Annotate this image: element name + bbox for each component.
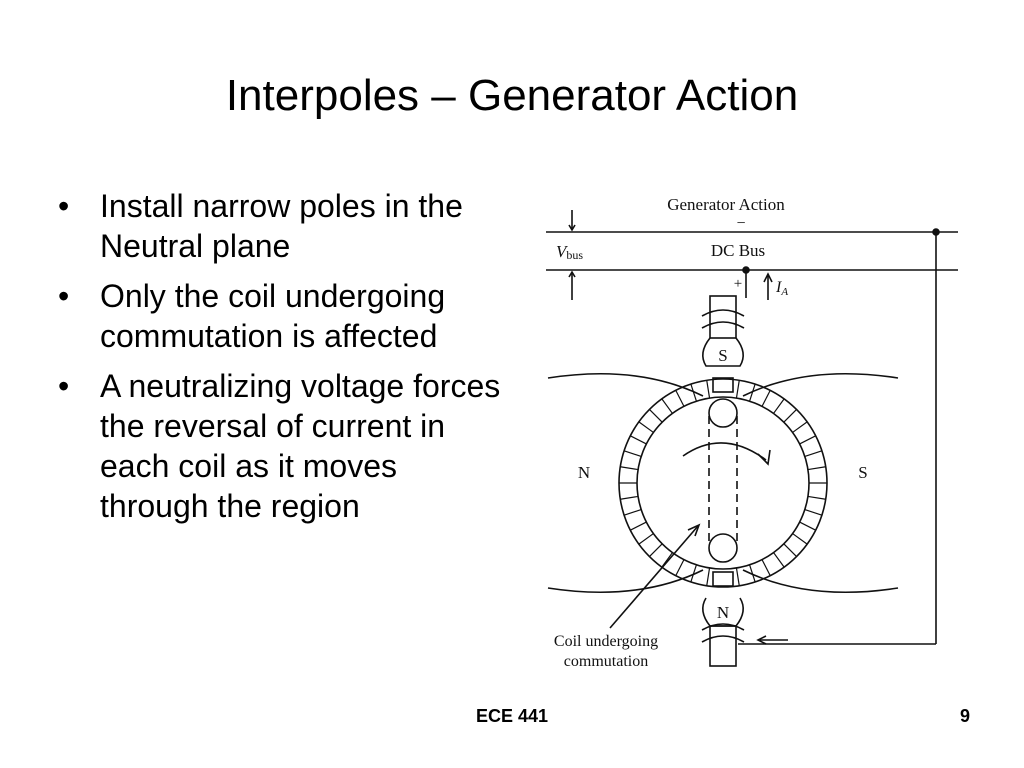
- slide-title: Interpoles – Generator Action: [225, 71, 799, 120]
- armature-slot: [749, 383, 756, 402]
- armature-slot: [792, 421, 808, 433]
- armature-slot: [690, 564, 697, 583]
- armature-slot: [761, 390, 771, 407]
- armature-slot: [638, 421, 654, 433]
- bullet-text: Install narrow poles in the Neutral plan…: [100, 188, 463, 264]
- bullet-dot: •: [58, 278, 70, 314]
- bullet-dot: •: [58, 368, 70, 404]
- caption-line-1: Coil undergoing: [554, 633, 658, 650]
- bullet-dot: •: [58, 188, 70, 224]
- caption-pointer-head: [687, 523, 701, 537]
- interpole-bottom-winding: [701, 623, 745, 643]
- armature-slot: [735, 567, 740, 586]
- armature-slot: [783, 409, 797, 423]
- interpole-bottom-label: N: [717, 603, 729, 622]
- field-left-label: N: [578, 463, 590, 482]
- armature-slot: [773, 552, 785, 568]
- coil-conductor-top: [708, 398, 738, 428]
- armature-slot: [623, 450, 642, 457]
- field-pole-left-lower: [547, 569, 704, 594]
- armature-slot: [761, 559, 771, 576]
- vbus-arrow-top: [568, 224, 576, 232]
- armature-slot: [675, 559, 685, 576]
- vbus-label: Vbus: [556, 242, 583, 262]
- armature-slot: [630, 521, 647, 531]
- dc-bus-label: DC Bus: [711, 241, 765, 260]
- bullet-list: • Install narrow poles in the Neutral pla…: [56, 186, 506, 536]
- brush-bottom: [712, 571, 734, 587]
- armature-slot: [706, 380, 711, 399]
- field-pole-right-lower: [742, 569, 899, 594]
- figure-heading: Generator Action: [667, 195, 785, 214]
- interpole-top-winding: [701, 309, 745, 329]
- bullet-text: Only the coil undergoing commutation is …: [100, 278, 446, 354]
- interpole-top-label: S: [718, 346, 727, 365]
- brush-top: [712, 377, 734, 393]
- bullet-item: • Only the coil undergoing commutation is…: [56, 276, 506, 356]
- armature-inner: [636, 396, 810, 570]
- coil-conductor-bottom: [708, 533, 738, 563]
- armature-slot: [783, 543, 797, 557]
- caption-pointer: [609, 525, 699, 629]
- armature-slot: [690, 383, 697, 402]
- armature-slot: [706, 567, 711, 586]
- rotation-arrowhead: [757, 449, 771, 466]
- armature-slot: [799, 521, 816, 531]
- armature-slot: [649, 543, 663, 557]
- armature-slot: [792, 533, 808, 545]
- interpole-bottom-shoe: [702, 597, 744, 627]
- minus-sign: −: [736, 215, 745, 232]
- armature-slot: [620, 495, 639, 500]
- armature-slot: [620, 466, 639, 471]
- field-pole-right-upper: [742, 372, 899, 397]
- armature-slot: [807, 466, 826, 471]
- bullet-item: • Install narrow poles in the Neutral pla…: [56, 186, 506, 266]
- ia-label: IA: [775, 279, 788, 298]
- armature-slot: [807, 495, 826, 500]
- caption-line-2: commutation: [564, 653, 648, 670]
- armature-slot: [661, 398, 673, 414]
- armature-slot: [735, 380, 740, 399]
- rotation-arrow: [682, 442, 767, 461]
- interpole-top-shoe: [702, 337, 744, 367]
- armature-slots: [619, 380, 827, 586]
- armature-slot: [749, 564, 756, 583]
- ia-arrowhead: [763, 272, 773, 283]
- interpole-top-stem: [709, 295, 737, 339]
- armature-slot: [623, 509, 642, 516]
- page-number: 9: [959, 706, 970, 726]
- armature-slot: [804, 450, 823, 457]
- generator-interpole-diagram: Generator Action − DC Bus Vbus + IA S N …: [546, 195, 958, 670]
- plus-sign: +: [734, 276, 742, 292]
- return-current-arrowhead: [756, 635, 767, 645]
- armature-slot: [799, 435, 816, 445]
- footer-course: ECE 441: [475, 706, 549, 726]
- armature-slot: [804, 509, 823, 516]
- interpole-bottom-stem: [709, 625, 737, 667]
- armature-slot: [773, 398, 785, 414]
- field-right-label: S: [858, 463, 867, 482]
- vbus-arrow-bottom: [568, 270, 576, 278]
- field-pole-left-upper: [547, 372, 704, 397]
- armature-slot: [638, 533, 654, 545]
- bullet-text: A neutralizing voltage forces the revers…: [100, 368, 501, 524]
- armature-slot: [675, 390, 685, 407]
- armature-slot: [649, 409, 663, 423]
- bullet-item: • A neutralizing voltage forces the rever…: [56, 366, 506, 526]
- armature-slot: [630, 435, 647, 445]
